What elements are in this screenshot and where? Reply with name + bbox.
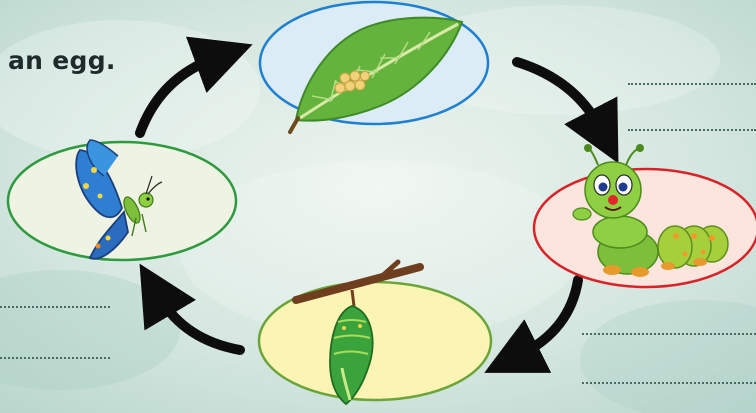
stage-larva xyxy=(534,144,756,287)
adult-stage-ring xyxy=(8,142,236,260)
stage-egg xyxy=(260,2,488,132)
arrow-larva-to-pupa xyxy=(520,280,578,355)
arrow-adult-to-egg xyxy=(140,58,215,133)
arrow-egg-to-larva xyxy=(517,62,600,128)
stage-adult xyxy=(8,140,236,260)
arrow-pupa-to-adult xyxy=(160,298,240,350)
stage-pupa xyxy=(259,262,491,404)
